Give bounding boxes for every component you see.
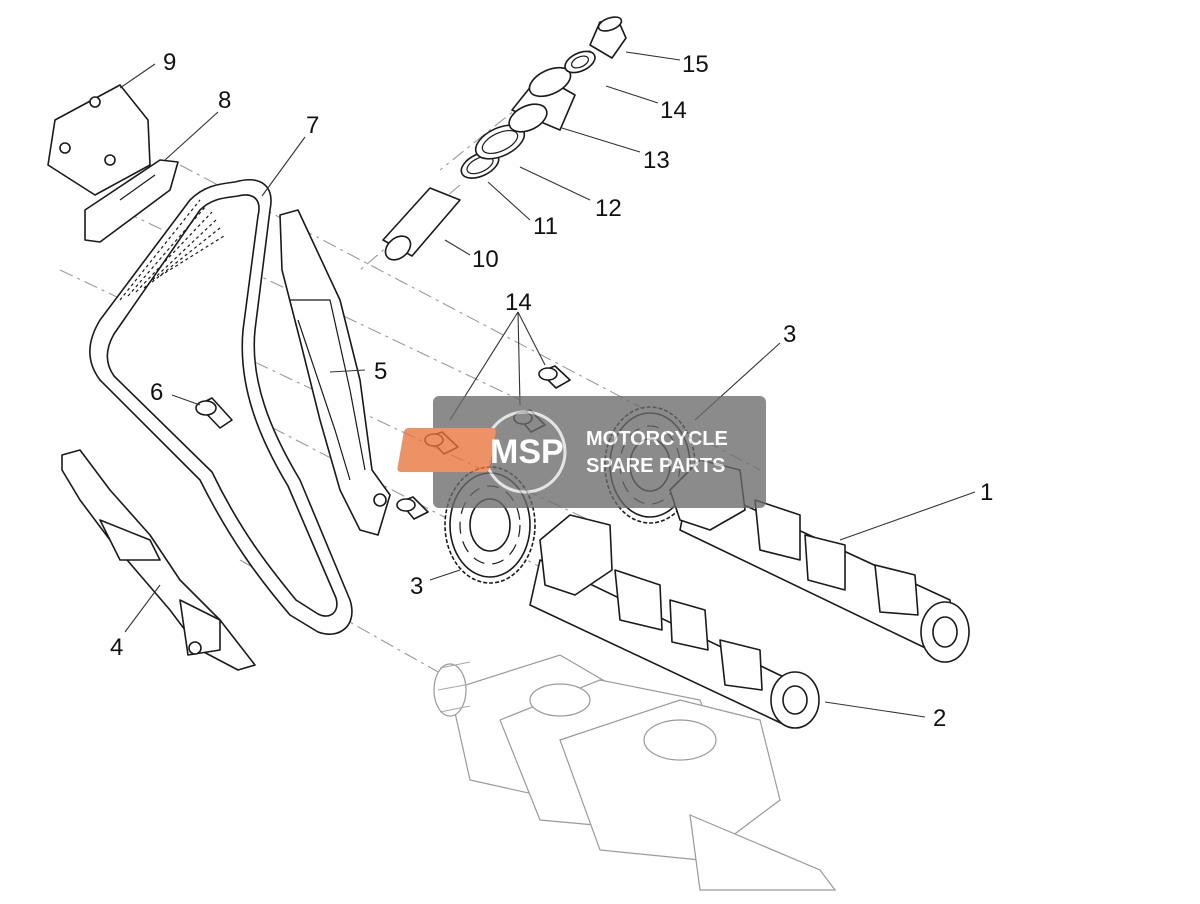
crank-sprocket bbox=[433, 663, 467, 717]
bolt-14-head bbox=[538, 367, 558, 381]
leader-lines bbox=[119, 51, 976, 718]
cam-lobe bbox=[719, 639, 763, 691]
leader-5 bbox=[329, 369, 366, 373]
plug-and-washer bbox=[564, 16, 627, 74]
callout-9: 9 bbox=[163, 49, 176, 76]
camshaft-end-bore bbox=[932, 616, 958, 648]
crankshaft-ghost bbox=[433, 654, 837, 891]
camshaft-end-bore bbox=[782, 685, 808, 715]
bracket-hole bbox=[89, 96, 101, 108]
callout-11: 11 bbox=[533, 213, 558, 240]
watermark-line2: SPARE PARTS bbox=[586, 455, 725, 477]
chain-tensioner-slide bbox=[61, 449, 256, 671]
leader-1 bbox=[839, 491, 976, 541]
slide-pad bbox=[179, 599, 221, 656]
upper-guide bbox=[84, 159, 179, 243]
bolt-6-head bbox=[195, 400, 217, 416]
leader-2 bbox=[824, 701, 926, 718]
cam-lobe bbox=[804, 534, 846, 591]
tensioner-body bbox=[508, 66, 576, 133]
bracket-hole bbox=[104, 154, 116, 166]
callout-3b: 3 bbox=[410, 573, 423, 600]
leader-13 bbox=[561, 127, 641, 153]
seal-rings bbox=[460, 124, 526, 179]
leader-8 bbox=[164, 111, 219, 161]
guide-rail bbox=[290, 299, 366, 481]
slide-hole bbox=[188, 641, 202, 655]
leader-15 bbox=[605, 85, 659, 104]
leader-16 bbox=[625, 51, 681, 61]
cam-lobe bbox=[669, 599, 709, 651]
leader-12 bbox=[519, 166, 591, 201]
callout-13: 13 bbox=[643, 147, 670, 174]
callout-14: 14 bbox=[505, 289, 532, 316]
leader-14 bbox=[517, 311, 546, 366]
callout-12: 12 bbox=[595, 195, 622, 222]
watermark-line1: MOTORCYCLE bbox=[586, 428, 728, 450]
callout-8: 8 bbox=[218, 87, 231, 114]
crank-journal bbox=[529, 683, 591, 717]
bolt-head bbox=[396, 498, 416, 512]
cam-lobe bbox=[754, 499, 801, 561]
bracket-hole bbox=[59, 142, 71, 154]
callout-6: 6 bbox=[150, 379, 163, 406]
callout-2: 2 bbox=[933, 705, 946, 732]
chain-inner bbox=[106, 194, 338, 617]
watermark: MSP MOTORCYCLE SPARE PARTS bbox=[397, 396, 766, 508]
upper-guide-rib bbox=[119, 174, 156, 201]
leader-3b bbox=[429, 569, 461, 581]
chain-links bbox=[119, 199, 225, 301]
leader-4 bbox=[124, 584, 161, 633]
callout-15: 14 bbox=[660, 97, 687, 124]
leader-9 bbox=[119, 63, 156, 89]
axis-line bbox=[99, 199, 521, 401]
crank-journal bbox=[643, 719, 717, 761]
bushing bbox=[382, 187, 461, 261]
camshaft-intake bbox=[529, 514, 820, 729]
crank-web bbox=[559, 699, 781, 861]
bushing-end bbox=[384, 235, 412, 261]
plug-16-head bbox=[597, 16, 623, 32]
callout-4: 4 bbox=[110, 634, 123, 661]
callout-3a: 3 bbox=[783, 321, 796, 348]
callout-7: 7 bbox=[306, 112, 319, 139]
callout-10: 10 bbox=[472, 246, 499, 273]
washer-15-inner bbox=[570, 55, 590, 69]
cam-lobe bbox=[874, 564, 919, 616]
callout-labels: 9 8 7 15 14 13 12 11 10 14 3 5 6 1 3 4 2 bbox=[110, 49, 993, 732]
callout-5: 5 bbox=[374, 358, 387, 385]
watermark-panel bbox=[433, 396, 766, 508]
guide-hole bbox=[373, 493, 387, 507]
callout-16: 15 bbox=[682, 51, 709, 78]
cam-flange bbox=[539, 514, 613, 596]
watermark-logo-box bbox=[397, 428, 496, 472]
crank-sprocket-teeth bbox=[437, 661, 471, 713]
cam-lobe bbox=[614, 569, 663, 631]
slide-pad bbox=[99, 519, 161, 561]
leader-7 bbox=[261, 136, 306, 197]
upper-bracket bbox=[47, 84, 179, 243]
leader-11 bbox=[487, 181, 531, 221]
callout-1: 1 bbox=[980, 479, 993, 506]
crank-shaft-end bbox=[689, 814, 837, 891]
leader-14 bbox=[517, 311, 521, 406]
chain-guide-fixed bbox=[279, 209, 391, 536]
seal-ring-12-inner bbox=[481, 129, 519, 155]
leader-10 bbox=[444, 239, 471, 256]
leader-6 bbox=[171, 394, 201, 406]
watermark-logo: MSP bbox=[490, 433, 564, 471]
bracket-plate bbox=[47, 84, 151, 196]
axis-line bbox=[239, 559, 471, 691]
tensioner-end bbox=[508, 103, 548, 133]
